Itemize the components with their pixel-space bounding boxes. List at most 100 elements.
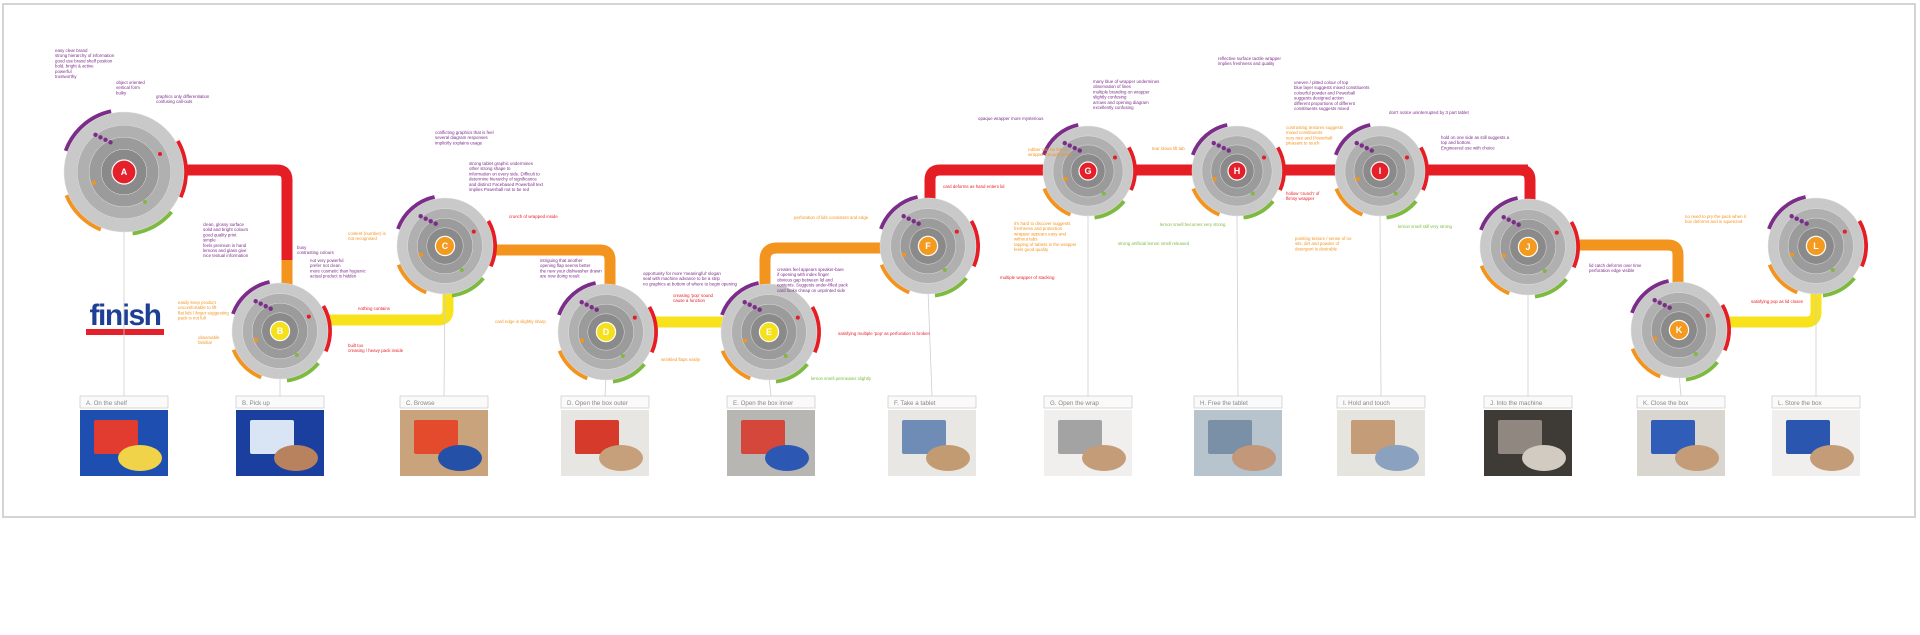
step-label: C. Browse (406, 400, 435, 407)
green-arc (451, 276, 485, 298)
node-h[interactable]: H (1190, 123, 1286, 220)
step-label-box (399, 395, 489, 409)
annotation-line: card looks cheap on unprinted side (777, 288, 846, 293)
orange-marker (91, 180, 97, 185)
purple-marker (1804, 221, 1809, 226)
annotation-line: multiple branding on wrapper (1093, 89, 1150, 94)
annotation-line: and distinct Facebased Powerball text (469, 182, 544, 187)
node-g[interactable]: G (1041, 123, 1137, 220)
step-label: L. Store the box (1778, 400, 1823, 407)
node-a[interactable]: A (63, 109, 188, 236)
annotation-line: good use brand shelf position (55, 58, 113, 63)
step-4[interactable]: D. Open the box outer (560, 395, 650, 476)
step-2[interactable]: B. Pick up (235, 395, 325, 476)
step-5[interactable]: E. Open the box inner (726, 395, 816, 476)
annotation-line: creates feel appears speaker-bare (777, 267, 844, 272)
node-d[interactable]: D (557, 281, 658, 384)
node-e[interactable]: E (720, 281, 821, 384)
purple-marker (1062, 140, 1067, 146)
green-arc (132, 210, 174, 236)
annotation-line: busy (297, 245, 307, 250)
red-marker (1842, 229, 1847, 234)
node-i[interactable]: I (1333, 123, 1429, 220)
purple-arc (63, 109, 112, 152)
path-segment-j-k-orange (1530, 239, 1684, 322)
green-arc (1386, 199, 1418, 220)
purple-marker (1211, 140, 1216, 146)
node-f[interactable]: F (879, 195, 980, 298)
step-label-box (726, 395, 816, 409)
step-label: J. Into the machine (1490, 400, 1543, 407)
red-marker (954, 229, 959, 234)
purple-marker (1354, 140, 1359, 146)
orange-marker (418, 252, 424, 257)
annotation: multiple wrapper of stacking (1000, 275, 1055, 280)
purple-arc (231, 280, 271, 315)
annotation-line: tear slows lift tab (1152, 146, 1185, 151)
leader-line (927, 289, 933, 397)
step-label-box (1193, 395, 1283, 409)
node-letter: D (603, 327, 610, 337)
purple-marker (98, 135, 103, 140)
annotation-line: vertical form (116, 85, 140, 90)
purple-marker (93, 132, 98, 137)
purple-marker (579, 300, 584, 305)
annotation-line: pointing texture / sense of no (1295, 236, 1352, 241)
green-marker (1830, 268, 1835, 272)
node-core (1078, 161, 1098, 181)
purple-marker (742, 300, 747, 305)
purple-marker (258, 301, 263, 306)
purple-marker (433, 221, 438, 226)
purple-arc (396, 195, 436, 230)
annotation: card edge is slightly sharp (495, 319, 546, 324)
purple-marker (1226, 148, 1231, 153)
leader-line (1379, 211, 1382, 397)
step-label: H. Free the tablet (1200, 400, 1248, 407)
annotation-line: object oriented (116, 80, 145, 85)
purple-marker (1662, 303, 1667, 308)
annotation-line: slightly confusing (1093, 95, 1127, 100)
node-c[interactable]: C (396, 195, 497, 298)
orange-arc (396, 263, 428, 295)
annotation-line: bulky (116, 90, 127, 95)
green-arc (1685, 360, 1719, 382)
step-9[interactable]: I. Hold and touch (1336, 395, 1426, 476)
step-8[interactable]: H. Free the tablet (1193, 395, 1283, 476)
path-segment-e-f-orange (759, 242, 930, 322)
photo-hand (765, 445, 809, 471)
node-letter: L (1813, 241, 1819, 251)
annotation: lemon smell permeates slightly (811, 376, 872, 381)
purple-marker (1216, 143, 1221, 148)
orange-marker (742, 338, 748, 343)
purple-marker (1506, 217, 1511, 222)
annotation-line: lemons and glass give (203, 248, 247, 253)
annotation-line: box deforms and is squeezed (1685, 219, 1743, 224)
annotation-line: nothing contains (358, 306, 391, 311)
annotation-line: bold, bright & active (55, 64, 94, 69)
step-10[interactable]: J. Into the machine (1483, 395, 1573, 476)
step-3[interactable]: C. Browse (399, 395, 489, 476)
step-11[interactable]: K. Close the box (1636, 395, 1726, 476)
step-12[interactable]: L. Store the box (1771, 395, 1861, 476)
annotation-line: flimsy wrapper (1286, 196, 1315, 201)
node-l[interactable]: L (1767, 195, 1868, 298)
annotation-line: creasing / heavy pack inside (348, 348, 404, 353)
annotation-line: perforation edge visible (1589, 268, 1635, 273)
step-1[interactable]: A. On the shelf (79, 395, 169, 476)
green-marker (1393, 191, 1398, 196)
annotation-line: excellently confusing (1093, 105, 1134, 110)
red-arc (1275, 146, 1286, 191)
step-7[interactable]: G. Open the wrap (1043, 395, 1133, 476)
node-j[interactable]: J (1479, 196, 1580, 299)
purple-arc (1767, 195, 1807, 230)
step-6[interactable]: F. Take a tablet (887, 395, 977, 476)
node-k[interactable]: K (1630, 279, 1731, 382)
node-b[interactable]: B (231, 280, 332, 383)
red-marker (632, 315, 637, 320)
purple-marker (901, 214, 906, 219)
annotation-line: don't notice uninterrupted by 3 part tab… (1389, 110, 1469, 115)
step-label: D. Open the box outer (567, 400, 628, 407)
